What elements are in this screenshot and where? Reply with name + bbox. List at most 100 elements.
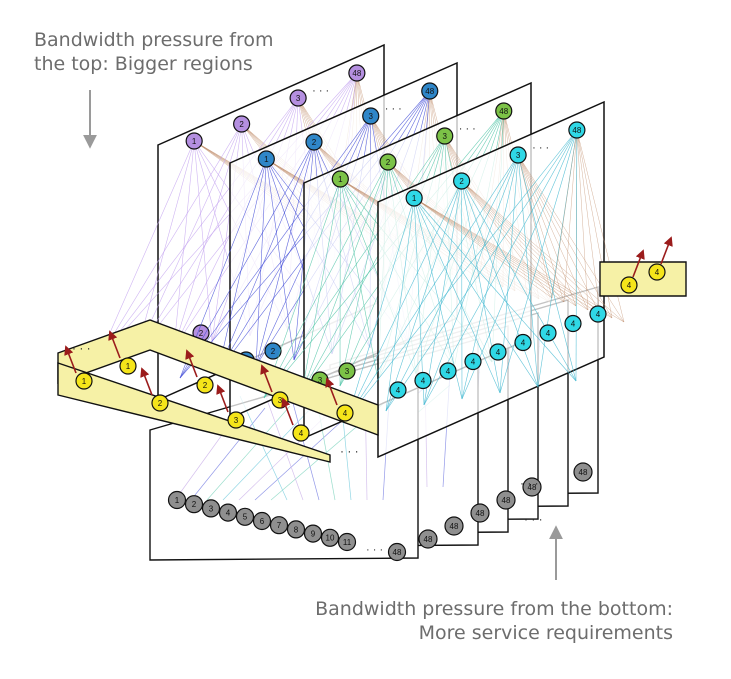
spine-cyan-mid-node-6-label: 4: [521, 338, 526, 347]
spine-link: [461, 180, 577, 382]
spine-link: [413, 197, 539, 388]
spine-uplink: [461, 180, 589, 311]
spine-blue-node-3: 3: [362, 107, 380, 125]
spine-link: [385, 154, 519, 412]
spine-link: [347, 154, 519, 418]
spine-green-mid-node-2-label: 3: [345, 367, 350, 376]
bottom-end-node-4-circle: [496, 490, 516, 510]
spine-green-node-3: 3: [436, 127, 454, 145]
bottom-end-node-2-circle: [444, 516, 464, 536]
spine-link: [499, 129, 578, 394]
server-node-48-label: 48: [393, 548, 402, 557]
spine-purple-node-3-label: 3: [296, 94, 301, 103]
edge-switch-3-label: 2: [158, 399, 163, 408]
spine-link: [173, 140, 195, 349]
spine-cyan-mid-node-5-label: 4: [496, 348, 501, 357]
spine-cyan-node-48: 48: [568, 121, 586, 139]
spine-green-node-2-label: 2: [386, 158, 391, 167]
spine-blue-node-48: 48: [421, 82, 439, 100]
right-uplink-arrow-1: [632, 249, 645, 278]
server-node-1-label: 1: [175, 496, 180, 505]
top-caption-line-2: the top: Bigger regions: [34, 53, 253, 75]
top-caption: Bandwidth pressure from the top: Bigger …: [34, 28, 274, 76]
spine-link: [255, 158, 267, 367]
right-edge-switch-1-circle: [620, 276, 638, 294]
spine-link: [179, 141, 315, 379]
edge-switch-2-circle: [119, 357, 137, 375]
spine-link: [266, 158, 295, 361]
server-node-5-label: 5: [243, 513, 248, 522]
spine-link: [461, 180, 539, 388]
spine-blue-node-2-label: 2: [312, 138, 317, 147]
spine-cyan-node-3: 3: [509, 146, 527, 164]
spine-uplink: [414, 197, 577, 307]
edge-switch-5-label: 3: [234, 416, 239, 425]
spine-link: [385, 180, 462, 412]
spine-link: [97, 72, 358, 361]
bottom-caption-line-1: Bandwidth pressure from the bottom:: [315, 598, 673, 620]
spine-blue-node-3-label: 3: [369, 112, 374, 121]
spine-purple-node-1-label: 1: [192, 137, 197, 146]
edge-switch-8: 4: [336, 404, 354, 422]
edge-switch-2: 1: [119, 357, 137, 375]
spine-link: [339, 161, 389, 387]
edge-uplink-arrow-7: [281, 397, 294, 426]
spine-blue-node-2: 2: [305, 133, 323, 151]
spine-purple-ellipsis: · · ·: [312, 85, 329, 97]
spine-blue-node-48-circle: [421, 82, 439, 100]
server-node-2-label: 2: [192, 500, 197, 509]
spine-link: [413, 197, 425, 406]
spine-cyan-mid-node-3-circle: [439, 362, 457, 380]
spine-blue-node-2-circle: [305, 133, 323, 151]
spine-purple-node-3: 3: [289, 89, 307, 107]
right-edge-switch-2-circle: [648, 263, 666, 281]
spine-link: [179, 115, 371, 379]
server-node-5: 5: [235, 507, 255, 526]
spine-blue-node-1-circle: [257, 150, 275, 168]
server-node-2: 2: [184, 495, 204, 514]
spine-purple-node-2-label: 2: [239, 120, 244, 129]
server-node-8-circle: [286, 520, 306, 539]
spine-blue-mid-node-2-label: 2: [271, 347, 276, 356]
server-node-11-label: 11: [343, 538, 352, 547]
spine-cyan-mid-node-4-circle: [464, 352, 482, 371]
spine-link: [217, 115, 371, 373]
spine-uplink: [461, 180, 565, 303]
spine-link: [347, 197, 415, 418]
edge-switch-2-label: 1: [126, 362, 131, 371]
spine-uplink: [576, 129, 601, 315]
spine-link: [255, 141, 315, 367]
server-node-7: 7: [269, 516, 289, 535]
spine-blue-mid-node-2-circle: [264, 342, 282, 360]
bottom-end-node-3-label: 48: [476, 509, 485, 518]
spine-purple-node-1: 1: [185, 132, 203, 150]
spine-purple-node-2-circle: [233, 115, 251, 133]
spine-link: [301, 161, 389, 393]
spine-blue-mid-node-2: 2: [264, 342, 282, 360]
edge-switch-4-circle: [196, 376, 214, 394]
spine-cyan-mid-node-8-circle: [564, 314, 582, 333]
spine-cyan-node-2-circle: [453, 172, 471, 190]
spine-cyan-node-1-label: 1: [412, 194, 417, 203]
spine-green-mid-node-2: 3: [338, 362, 356, 380]
spine-green-node-2: 2: [379, 153, 397, 171]
edge-switch-1-circle: [75, 372, 93, 390]
edge-switch-1: 1: [75, 372, 93, 390]
spine-blue-node-3-circle: [362, 107, 380, 125]
spine-uplink: [461, 180, 601, 315]
spine-green-node-48-circle: [495, 102, 513, 120]
spine-cyan-node-1: 1: [405, 189, 423, 207]
edge-uplink-arrow-6: [260, 364, 273, 393]
spine-cyan-mid-node-9-label: 4: [596, 310, 601, 319]
edge-uplink-arrow-3: [140, 367, 153, 396]
bottom-end-node-4-label: 48: [502, 496, 511, 505]
server-node-9: 9: [303, 524, 323, 543]
spine-uplink: [461, 180, 577, 307]
edge-band-right: [599, 261, 687, 297]
bottom-end-node-2-label: 48: [450, 522, 459, 531]
spine-green-ellipsis: · · ·: [459, 123, 476, 135]
spine-uplink: [517, 154, 601, 315]
spine-link: [97, 123, 242, 361]
